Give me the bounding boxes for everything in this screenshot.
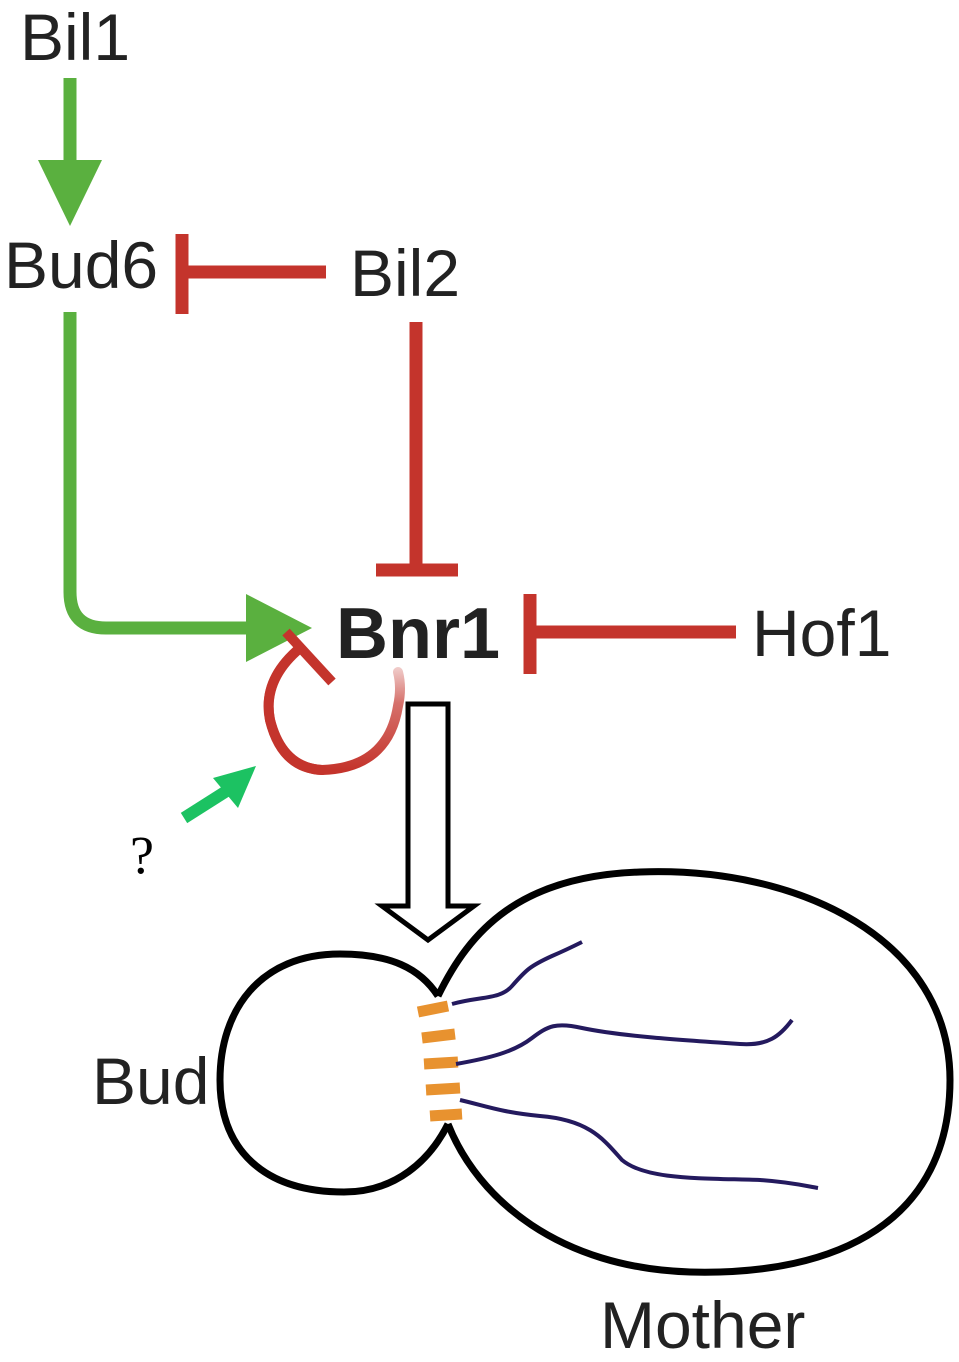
yeast-cell [216,868,954,1276]
unknown-activator-arrow [180,766,256,824]
actin-cable [459,1098,819,1190]
actin-cable [451,940,583,1006]
bil2-inhibits-bnr1 [376,322,458,577]
septin-ring [416,1000,463,1122]
bil2-inhibits-bud6 [175,234,326,314]
bil1-activates-bud6-arrow [38,78,102,226]
bud6-label: Bud6 [4,228,159,302]
bil2-label: Bil2 [350,236,461,310]
bud6-activates-bnr1-arrow [63,312,312,662]
bnr1-label: Bnr1 [336,594,501,674]
bnr1-to-cell-hollow-arrow [374,701,482,944]
hof1-inhibits-bnr1 [523,594,736,674]
mother-label: Mother [600,1288,806,1362]
actin-cables [451,940,819,1190]
unknown-activator-label: ? [130,825,154,885]
mother-outline [434,868,954,1276]
bnr1-autoinhibition-loop [263,628,405,776]
bud-label: Bud [92,1044,210,1118]
hof1-label: Hof1 [752,596,892,670]
bud-outline [216,950,452,1196]
bil1-label: Bil1 [20,0,131,74]
actin-cable [455,1018,794,1066]
